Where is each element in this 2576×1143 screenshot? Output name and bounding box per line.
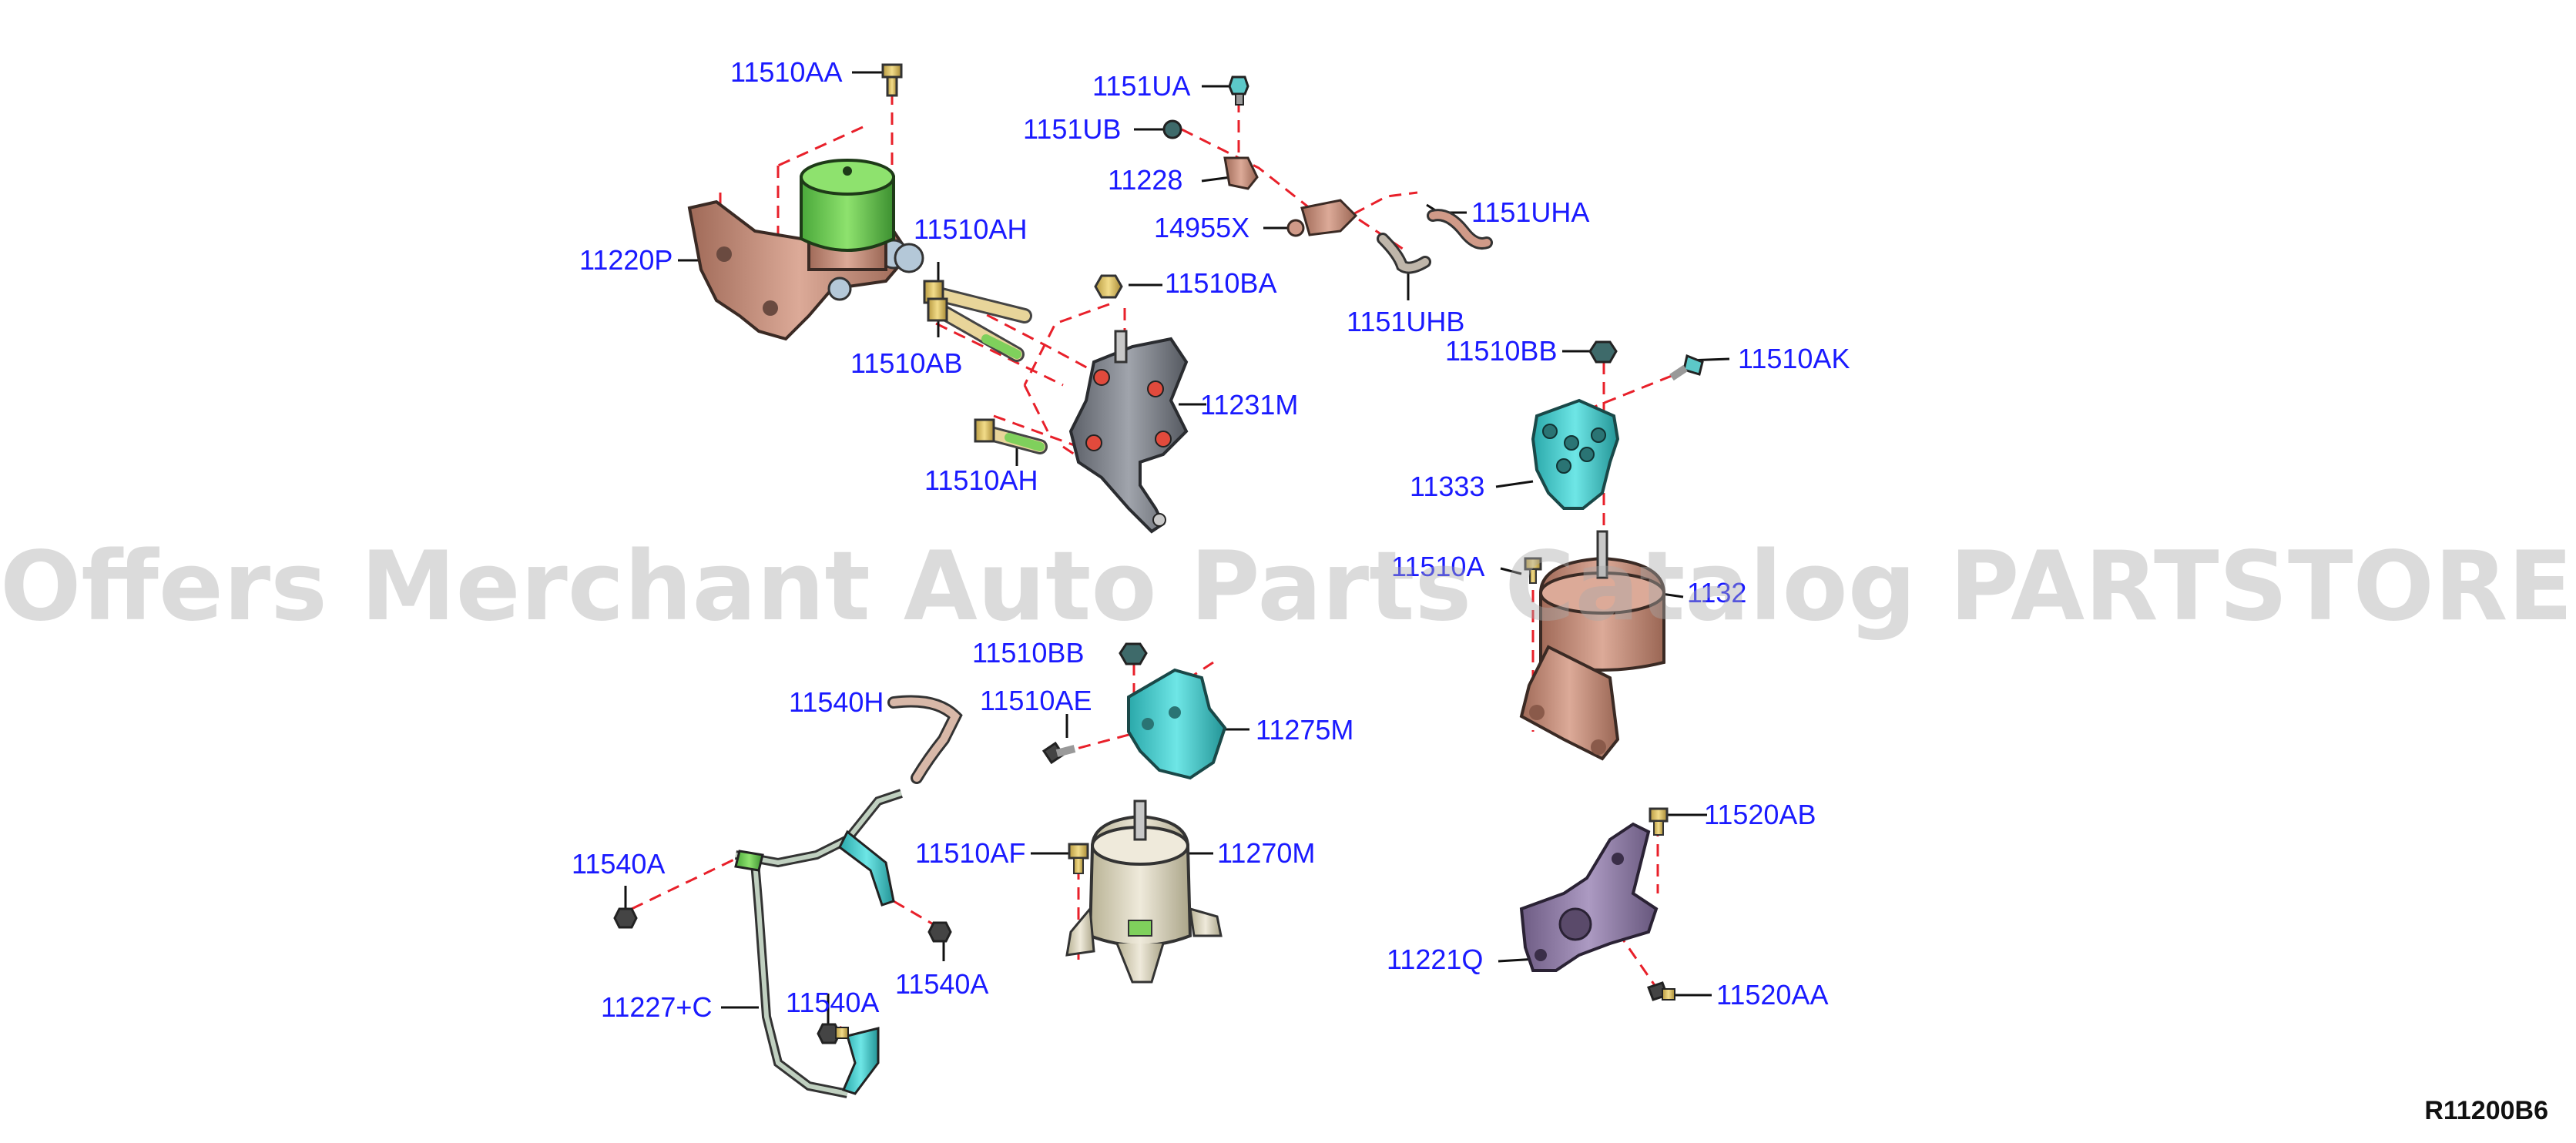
- callout-11510BA[interactable]: 11510BA: [1165, 267, 1277, 299]
- leader-lines: [624, 71, 1730, 1024]
- callout-11228[interactable]: 11228: [1108, 164, 1183, 196]
- callout-11333[interactable]: 11333: [1410, 471, 1485, 502]
- callout-11510AF[interactable]: 11510AF: [915, 837, 1026, 869]
- bolt-11510AE[interactable]: [1041, 741, 1076, 765]
- bolt-11510AB[interactable]: [927, 297, 1025, 362]
- hose-1151UHA[interactable]: [1427, 209, 1493, 250]
- callout-11510AH-upper[interactable]: 11510AH: [914, 213, 1028, 245]
- callout-11510AK[interactable]: 11510AK: [1738, 343, 1850, 374]
- part-11228-clip[interactable]: [1223, 156, 1259, 190]
- pipe-11227C[interactable]: [734, 789, 903, 1098]
- callout-1151UA[interactable]: 1151UA: [1092, 70, 1191, 102]
- part-1132-mount[interactable]: [1519, 530, 1665, 761]
- hose-11540H[interactable]: [887, 695, 963, 784]
- callout-11510AH-lower[interactable]: 11510AH: [924, 464, 1038, 496]
- nut-11510BA[interactable]: [1094, 274, 1123, 299]
- nut-11510BB-upper[interactable]: [1588, 340, 1618, 364]
- part-11220P-bracket[interactable]: [687, 159, 924, 341]
- callout-1151UHA[interactable]: 1151UHA: [1471, 196, 1590, 228]
- drawing-code: R11200B6: [2424, 1096, 2548, 1125]
- callout-11227C[interactable]: 11227+C: [601, 991, 713, 1023]
- callout-11510AB[interactable]: 11510AB: [850, 347, 963, 379]
- callout-1151UB[interactable]: 1151UB: [1023, 113, 1122, 145]
- part-11270M-mount[interactable]: [1065, 799, 1223, 984]
- callout-11520AA[interactable]: 11520AA: [1716, 979, 1829, 1011]
- callout-11510AE[interactable]: 11510AE: [980, 685, 1092, 716]
- bolt-1151UA[interactable]: [1228, 75, 1249, 106]
- hose-1151UHB[interactable]: [1377, 233, 1431, 274]
- callout-11275M[interactable]: 11275M: [1256, 714, 1354, 746]
- callout-11221Q[interactable]: 11221Q: [1387, 944, 1484, 975]
- bolt-11520AA[interactable]: [1647, 981, 1675, 1001]
- callout-11540H[interactable]: 11540H: [789, 686, 884, 718]
- callout-1132[interactable]: 1132: [1687, 577, 1747, 608]
- nut-11510BB-lower[interactable]: [1119, 642, 1148, 665]
- part-11333-bracket[interactable]: [1531, 398, 1620, 510]
- bolt-11520AB[interactable]: [1649, 807, 1669, 836]
- part-14955X-sensor[interactable]: [1286, 199, 1358, 237]
- callout-11520AB[interactable]: 11520AB: [1704, 799, 1816, 830]
- callout-11510BB-upper[interactable]: 11510BB: [1445, 335, 1558, 367]
- nut-1151UB[interactable]: [1162, 119, 1182, 139]
- part-11231M-bracket[interactable]: [1068, 330, 1189, 534]
- callout-11540A-lower[interactable]: 11540A: [786, 987, 880, 1018]
- callout-11510AA[interactable]: 11510AA: [730, 56, 843, 88]
- callout-14955X[interactable]: 14955X: [1154, 212, 1250, 243]
- callout-11510A-upper[interactable]: 11510A: [1391, 551, 1485, 582]
- callout-11220P[interactable]: 11220P: [579, 244, 673, 276]
- callout-11231M[interactable]: 11231M: [1200, 389, 1299, 421]
- callout-11510BB-lower[interactable]: 11510BB: [972, 637, 1085, 669]
- callout-11270M[interactable]: 11270M: [1217, 837, 1316, 869]
- bolt-11510AH-lower[interactable]: [974, 418, 1048, 454]
- bolt-11540A-left[interactable]: [613, 907, 638, 929]
- bolt-11540A-lower[interactable]: [817, 1023, 849, 1044]
- callout-11540A-right[interactable]: 11540A: [895, 968, 989, 1000]
- callout-11540A-left[interactable]: 11540A: [572, 848, 666, 880]
- bolt-11510A-upper[interactable]: [1524, 557, 1542, 584]
- bolt-11510AA[interactable]: [881, 63, 903, 97]
- bolt-11510AF[interactable]: [1068, 843, 1089, 874]
- part-11275M-bracket[interactable]: [1127, 668, 1227, 780]
- callout-1151UHB[interactable]: 1151UHB: [1347, 306, 1465, 337]
- bolt-11510AK[interactable]: [1669, 354, 1704, 381]
- part-11221Q-bracket[interactable]: [1519, 822, 1659, 972]
- bolt-11540A-right[interactable]: [927, 921, 952, 943]
